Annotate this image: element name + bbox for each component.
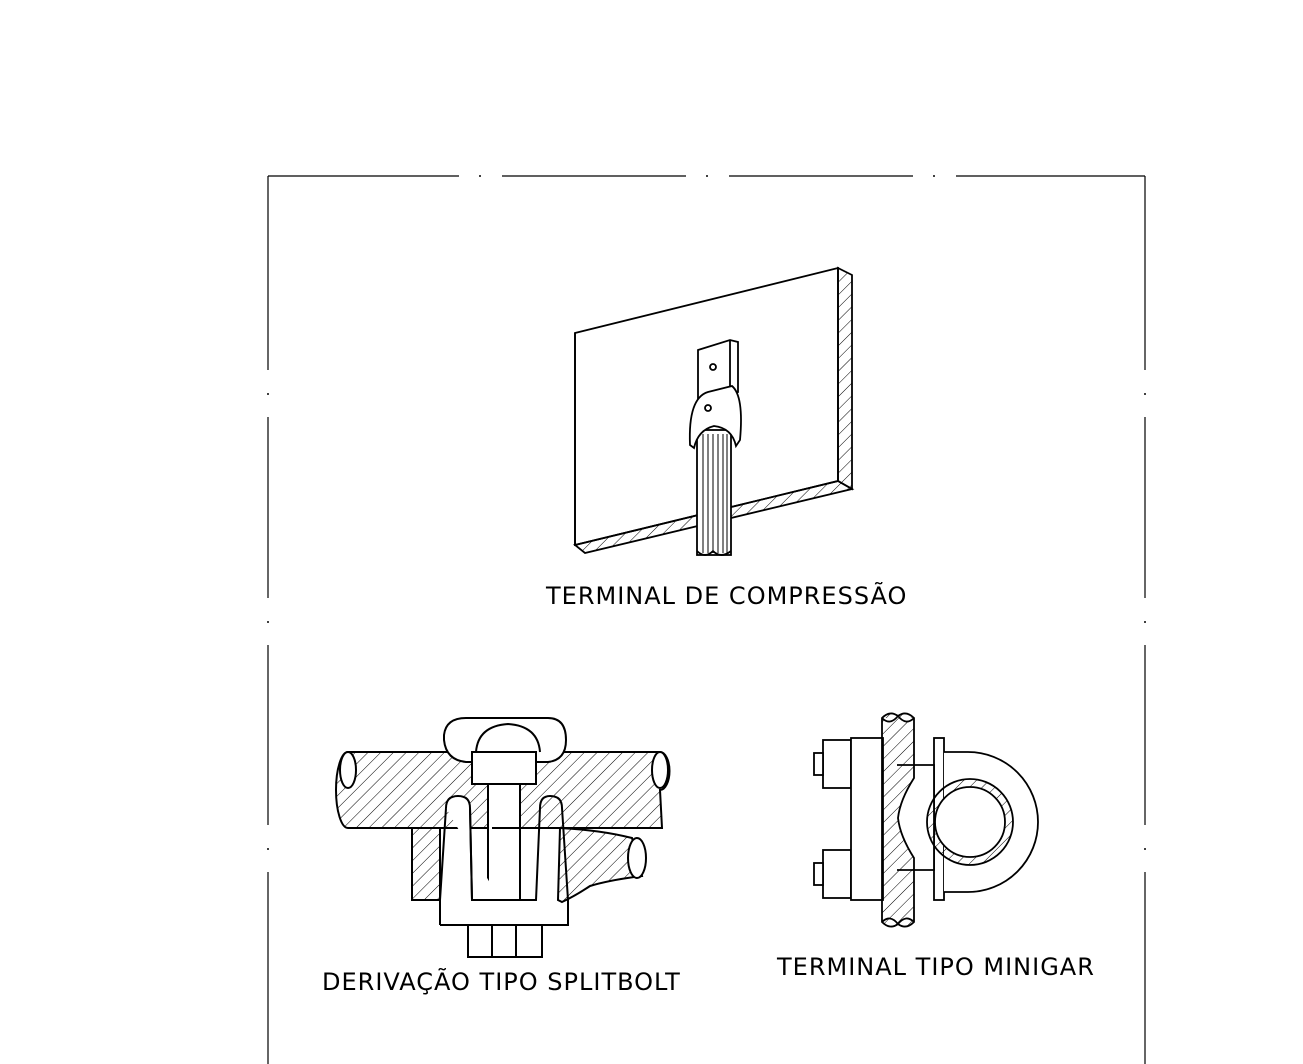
compression-terminal-figure: TERMINAL DE COMPRESSÃO <box>545 266 907 610</box>
bolt-body <box>443 717 568 901</box>
round-conductor <box>926 778 1014 866</box>
minigar-label: TERMINAL TIPO MINIGAR <box>776 953 1095 981</box>
branch-conductor <box>411 826 647 904</box>
hatched-conductor <box>881 712 915 928</box>
cable-conductor <box>696 429 732 556</box>
split-sleeve <box>439 794 569 958</box>
splitbolt-label: DERIVAÇÃO TIPO SPLITBOLT <box>322 966 681 996</box>
drawing-frame <box>267 175 1146 1064</box>
compression-terminal-label: TERMINAL DE COMPRESSÃO <box>545 580 907 610</box>
minigar-figure: TERMINAL TIPO MINIGAR <box>776 712 1095 981</box>
bolt-heads <box>813 739 852 899</box>
terminal-lug <box>688 339 742 450</box>
splitbolt-figure: DERIVAÇÃO TIPO SPLITBOLT <box>322 717 681 996</box>
